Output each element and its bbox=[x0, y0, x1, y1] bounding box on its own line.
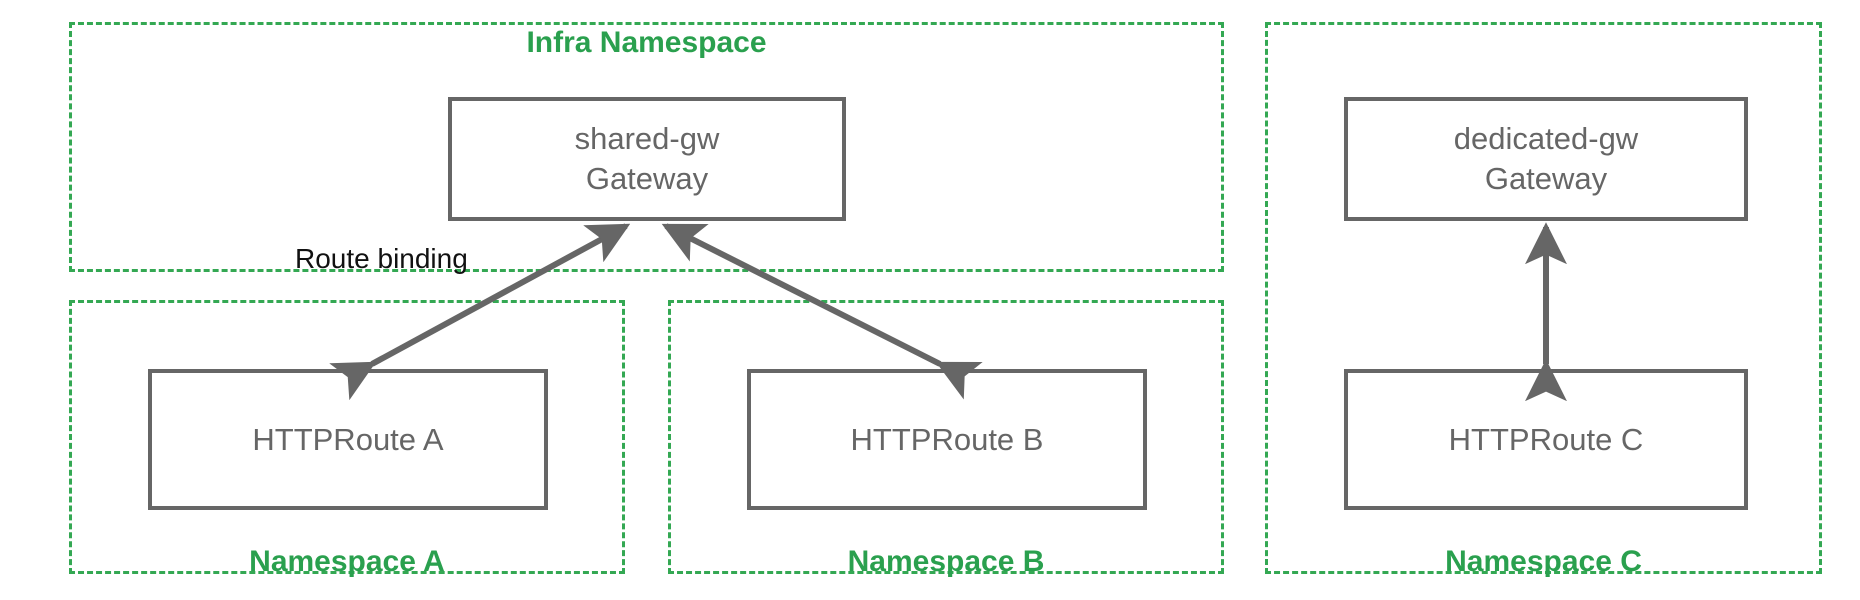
resource-kind-dedicated-gw: Gateway bbox=[1484, 161, 1608, 196]
resource-box-httproute-c[interactable]: HTTPRoute C bbox=[1344, 369, 1748, 510]
resource-name-httproute-c: HTTPRoute C bbox=[1448, 421, 1644, 457]
namespace-title-c: Namespace C bbox=[1445, 545, 1642, 578]
namespace-title-infra: Infra Namespace bbox=[526, 26, 767, 59]
namespace-box-infra bbox=[69, 22, 1224, 272]
resource-name-httproute-b: HTTPRoute B bbox=[850, 421, 1044, 457]
resource-box-httproute-b[interactable]: HTTPRoute B bbox=[747, 369, 1147, 510]
edge-label-route-binding: Route binding bbox=[295, 243, 468, 274]
resource-box-shared-gw[interactable]: shared-gw Gateway bbox=[448, 97, 846, 221]
resource-kind-shared-gw: Gateway bbox=[585, 161, 709, 196]
resource-name-httproute-a: HTTPRoute A bbox=[252, 421, 444, 457]
resource-name-dedicated-gw: dedicated-gw bbox=[1453, 121, 1639, 157]
resource-name-shared-gw: shared-gw bbox=[574, 121, 720, 157]
resource-box-dedicated-gw[interactable]: dedicated-gw Gateway bbox=[1344, 97, 1748, 221]
namespace-box-c bbox=[1265, 22, 1822, 574]
resource-box-httproute-a[interactable]: HTTPRoute A bbox=[148, 369, 548, 510]
namespace-title-b: Namespace B bbox=[847, 545, 1045, 578]
namespace-title-a: Namespace A bbox=[249, 545, 445, 578]
